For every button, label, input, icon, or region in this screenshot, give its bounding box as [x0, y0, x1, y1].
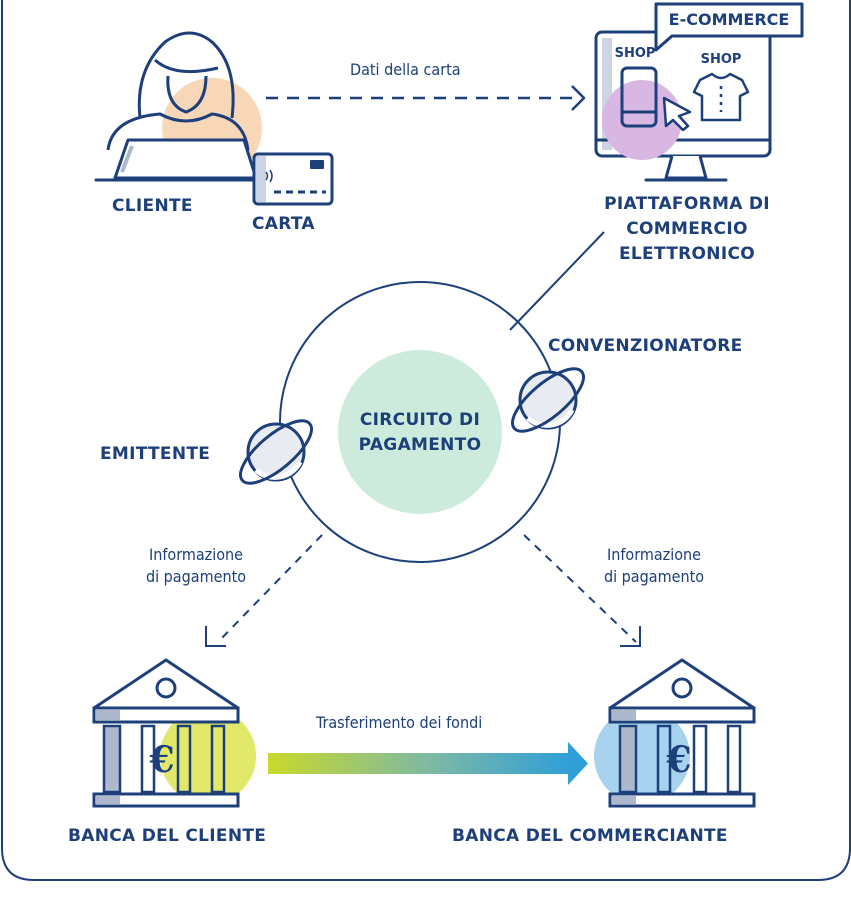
client-person-icon — [94, 31, 274, 182]
ecommerce-tag-text: E-COMMERCE — [668, 10, 790, 29]
platform-acquirer-connector — [509, 231, 605, 331]
payment-info-left-label: Informazione di pagamento — [116, 544, 276, 588]
payment-info-right-label: Informazione di pagamento — [574, 544, 734, 588]
card-data-arrow-label: Dati della carta — [350, 60, 461, 79]
client-bank-icon — [92, 658, 256, 808]
ecommerce-platform-label-line3: ELETTRONICO — [619, 244, 755, 264]
payment-info-arrow-right — [523, 534, 641, 647]
issuer-label: EMITTENTE — [100, 444, 211, 464]
merchant-bank-euro-symbol: € — [666, 739, 692, 781]
funds-transfer-label: Trasferimento dei fondi — [316, 713, 483, 732]
merchant-bank-label: BANCA DEL COMMERCIANTE — [452, 826, 728, 846]
circuit-label-line1: CIRCUITO DI — [359, 410, 481, 430]
circuit-label-line2: PAGAMENTO — [358, 435, 482, 455]
frame-border — [1, 0, 851, 881]
ecommerce-tag-bubble — [654, 2, 804, 52]
card-data-arrow — [266, 85, 586, 111]
acquirer-planet-icon — [511, 367, 585, 433]
ecommerce-platform-label-line1: PIATTAFORMA DI — [604, 194, 770, 214]
merchant-bank-icon — [594, 658, 756, 808]
card-icon — [252, 152, 334, 206]
client-label: CLIENTE — [112, 196, 193, 216]
ecommerce-platform-label: PIATTAFORMA DI COMMERCIO ELETTRONICO — [580, 192, 794, 267]
ecommerce-monitor-icon — [594, 30, 772, 182]
card-label: CARTA — [252, 214, 315, 234]
shop-left-label: SHOP — [614, 46, 656, 61]
payment-info-arrow-left — [205, 534, 323, 647]
funds-transfer-arrow — [268, 742, 588, 785]
ecommerce-platform-label-line2: COMMERCIO — [626, 219, 748, 239]
payment-info-right-line2: di pagamento — [603, 567, 705, 586]
client-bank-label: BANCA DEL CLIENTE — [68, 826, 267, 846]
payment-info-left-line2: di pagamento — [145, 567, 247, 586]
circuit-label: CIRCUITO DI PAGAMENTO — [330, 408, 510, 458]
payment-info-left-line1: Informazione — [148, 545, 244, 564]
shop-right-label: SHOP — [700, 52, 742, 67]
client-bank-euro-symbol: € — [149, 739, 175, 781]
payment-info-right-line1: Informazione — [606, 545, 702, 564]
issuer-planet-icon — [239, 419, 313, 485]
acquirer-label: CONVENZIONATORE — [548, 336, 743, 356]
